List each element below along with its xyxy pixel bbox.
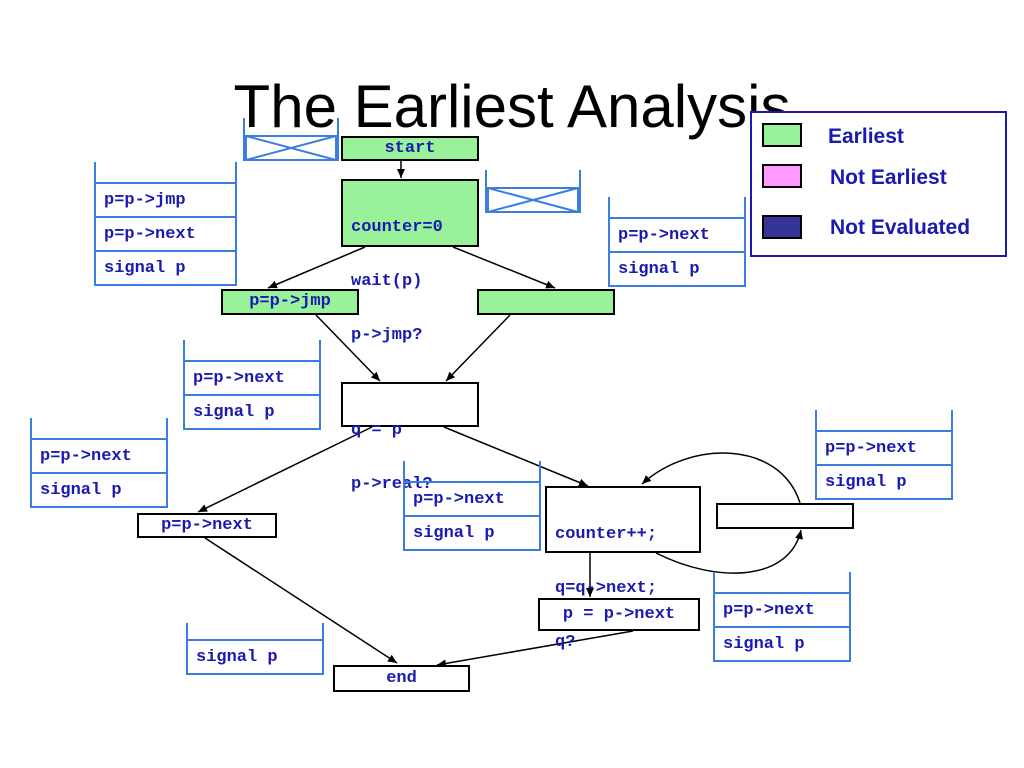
edge-qp-loop — [443, 426, 589, 487]
legend-label-not-earliest: Not Earliest — [830, 166, 947, 189]
stack-4-row-2: signal p — [32, 472, 166, 508]
node-jmp: p=p->jmp — [221, 289, 359, 315]
node-loop-body-line-3: q? — [555, 633, 576, 652]
stack-1-row-2: p=p->next — [96, 216, 235, 250]
node-loop-body-line-2: q=q->next; — [555, 579, 658, 598]
stack-5: p=p->next signal p — [403, 461, 541, 551]
legend-swatch-earliest — [762, 123, 802, 147]
edge-loop-loopempty — [655, 529, 803, 574]
stack-5-row-1: p=p->next — [405, 481, 539, 515]
node-block1-line-2: wait(p) — [351, 272, 423, 291]
empty-stack-crossed-2 — [485, 170, 581, 213]
edge-jmp-qp — [315, 314, 381, 382]
edge-block1-empty — [452, 246, 556, 289]
node-qp-line-1: q = p — [351, 421, 403, 440]
node-end: end — [333, 665, 470, 692]
stack-1: p=p->jmp p=p->next signal p — [94, 162, 237, 286]
legend-swatch-not-evaluated — [762, 215, 802, 239]
slide-title: The Earliest Analysis — [233, 73, 791, 140]
legend-swatch-not-earliest — [762, 164, 802, 188]
legend: Earliest Not Earliest Not Evaluated — [750, 111, 1007, 257]
edge-empty-qp — [445, 314, 511, 382]
node-block1: counter=0 wait(p) p->jmp? — [341, 179, 479, 345]
stack-3: p=p->next signal p — [183, 340, 321, 430]
empty-stack-crossed-1 — [243, 118, 339, 161]
stack-2: p=p->next signal p — [608, 197, 746, 287]
stack-2-row-2: signal p — [610, 251, 744, 287]
node-p-next: p = p->next — [538, 598, 700, 631]
stack-1-row-1: p=p->jmp — [96, 182, 235, 216]
node-next-left: p=p->next — [137, 513, 277, 538]
stack-7: p=p->next signal p — [713, 572, 851, 662]
edge-block1-jmp — [267, 246, 366, 289]
stack-7-row-2: signal p — [715, 626, 849, 662]
stack-3-row-2: signal p — [185, 394, 319, 430]
stack-4-row-1: p=p->next — [32, 438, 166, 472]
legend-label-earliest: Earliest — [828, 125, 904, 148]
node-empty-branch — [477, 289, 615, 315]
node-block1-line-3: p->jmp? — [351, 326, 423, 345]
stack-6: p=p->next signal p — [815, 410, 953, 500]
edge-qp-nextleft — [197, 426, 373, 513]
node-block1-line-1: counter=0 — [351, 218, 443, 237]
node-qp-line-2: p->real? — [351, 475, 433, 494]
edge-pnext-end — [436, 630, 634, 668]
legend-label-not-evaluated: Not Evaluated — [830, 216, 971, 239]
node-qp: q = p p->real? — [341, 382, 479, 494]
stack-8: signal p — [186, 623, 324, 675]
stack-4: p=p->next signal p — [30, 418, 168, 508]
node-start: start — [341, 136, 479, 161]
node-loop-body: counter++; q=q->next; q? — [545, 486, 701, 652]
stack-2-row-1: p=p->next — [610, 217, 744, 251]
stack-8-row-1: signal p — [188, 639, 322, 675]
stack-3-row-1: p=p->next — [185, 360, 319, 394]
stack-6-row-1: p=p->next — [817, 430, 951, 464]
node-loop-body-line-1: counter++; — [555, 525, 658, 544]
stack-1-row-3: signal p — [96, 250, 235, 286]
edge-loopempty-loop — [641, 452, 801, 504]
stack-5-row-2: signal p — [405, 515, 539, 551]
node-loop-empty — [716, 503, 854, 529]
stack-7-row-1: p=p->next — [715, 592, 849, 626]
edge-nextleft-end — [204, 537, 398, 664]
stack-6-row-2: signal p — [817, 464, 951, 500]
